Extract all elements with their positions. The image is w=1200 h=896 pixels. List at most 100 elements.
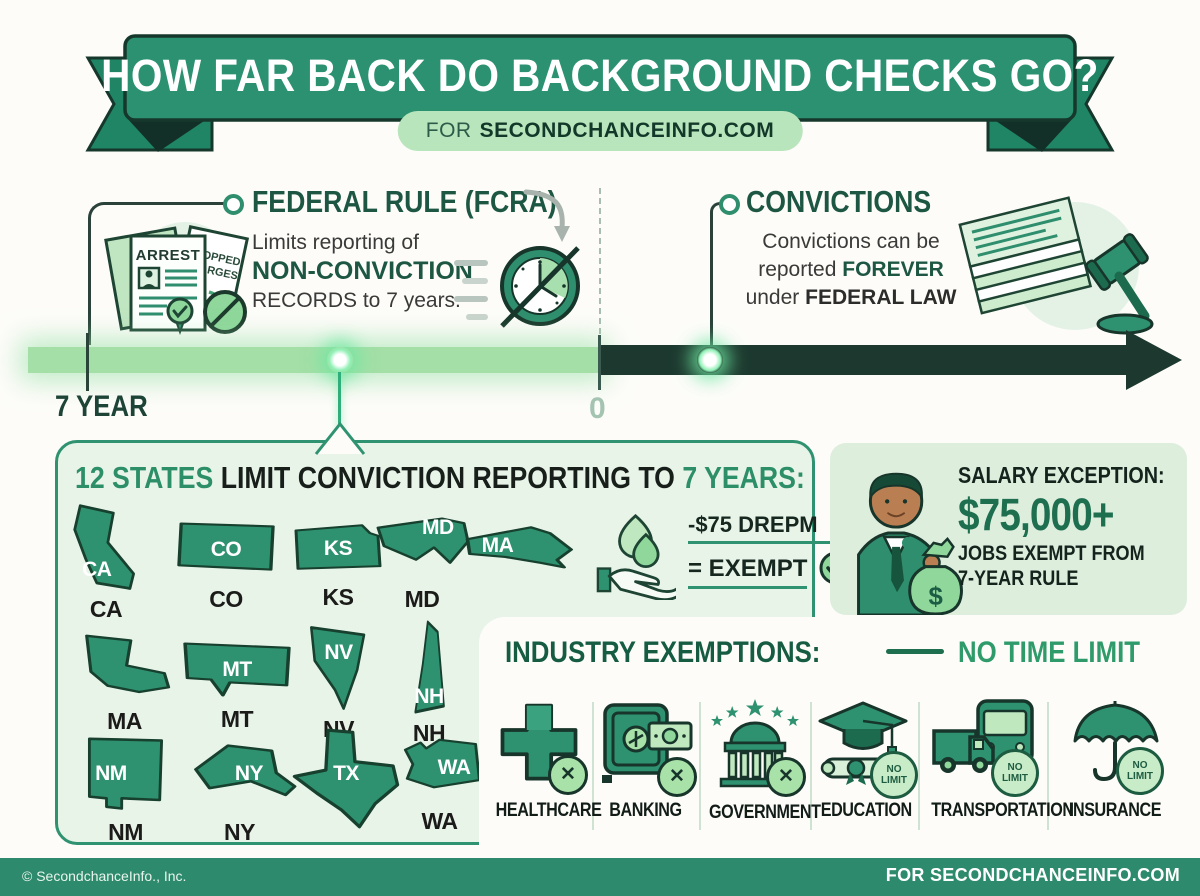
state-inside-label: MT — [222, 658, 252, 682]
industry-heading-row: INDUSTRY EXEMPTIONS: NO TIME LIMIT — [505, 636, 1169, 670]
convictions-connector-line — [710, 202, 729, 349]
state-below-label: NM — [108, 819, 143, 845]
banner-subtitle-pill: FOR SECONDCHANCEINFO.COM — [397, 111, 803, 151]
state-below-label: WA — [421, 808, 458, 834]
timeline-zero-label: 0 — [589, 392, 606, 425]
timeline-glow-dot-right — [697, 347, 723, 373]
x-badge: ✕ — [766, 757, 806, 797]
state-shape-nh: NH NH — [398, 618, 460, 747]
state-inside-label: TX — [333, 762, 359, 786]
state-shape-ny: NY NY — [182, 732, 297, 846]
salary-line1: JOBS EXEMPT FROM — [958, 542, 1145, 565]
state-shape-wa: WA WA — [392, 734, 487, 835]
banking-safe-icon — [601, 703, 692, 783]
industry-label: INSURANCE — [1068, 800, 1162, 821]
crossed-clock-icon — [454, 246, 580, 328]
convictions-line1: Convictions can be — [762, 230, 940, 253]
state-shape-mt: MT MT — [178, 632, 296, 733]
businessman-moneybag-icon: $ — [857, 472, 963, 615]
state-below-label: MT — [220, 706, 254, 732]
state-inside-label: NY — [234, 761, 264, 785]
industry-label: HEALTHCARE — [495, 800, 602, 821]
industry-label: GOVERNMENT — [709, 802, 821, 823]
state-below-label: NY — [224, 819, 255, 845]
state-shape-tx: TX — [290, 726, 402, 833]
convictions-line3: under FEDERAL LAW — [745, 286, 957, 309]
convictions-title: CONVICTIONS — [746, 184, 932, 219]
industry-divider — [1047, 702, 1049, 830]
dash-line — [885, 649, 944, 654]
industry-divider — [918, 702, 920, 830]
center-divider — [599, 188, 601, 344]
state-inside-label: NV — [324, 641, 353, 665]
convictions-line2: reported FOREVER — [758, 258, 944, 281]
timeline-glow-dot-left — [327, 347, 353, 373]
state-inside-label: CA — [82, 557, 112, 581]
footer-brand: FOR SECONDCHANCEINFO.COM — [885, 865, 1180, 885]
industry-divider — [592, 702, 594, 830]
pill-prefix: FOR — [425, 119, 472, 142]
convictions-description: Convictions can be reported FOREVER unde… — [728, 228, 974, 312]
state-inside-label: NM — [95, 761, 127, 785]
industry-label: EDUCATION — [820, 800, 912, 821]
education-gradcap-icon — [818, 701, 907, 785]
salary-title: SALARY EXCEPTION: — [958, 462, 1165, 488]
fcra-line1: Limits reporting of — [252, 231, 419, 254]
fcra-description: Limits reporting of NON-CONVICTION RECOR… — [252, 228, 473, 315]
salary-amount: $75,000+ — [958, 489, 1114, 540]
state-inside-label: CO — [210, 538, 242, 562]
states-heading-main: LIMIT CONVICTION REPORTING TO — [220, 460, 675, 495]
state-shape-co: CO CO — [170, 512, 282, 613]
states-heading-count: 12 STATES — [75, 460, 214, 495]
timeline-bar-left — [28, 347, 600, 373]
state-shape-ma: MA — [458, 514, 576, 590]
timeline-bar-right — [600, 345, 1128, 375]
state-inside-label: MD — [422, 516, 454, 540]
callout-notch — [314, 421, 366, 455]
fcra-bullet — [223, 194, 244, 215]
state-shape-ks: KS KS — [288, 516, 388, 611]
footer-bar — [0, 858, 1200, 896]
exempt-line1: -$75 DREPM — [688, 512, 854, 544]
fcra-connector-line — [88, 202, 229, 345]
x-badge: ✕ — [548, 755, 588, 795]
insurance-umbrella-icon — [1073, 701, 1159, 782]
industry-item-banking: BANKING ✕ — [594, 697, 697, 837]
pill-brand: SECONDCHANCEINFO.COM — [479, 119, 775, 142]
state-inside-label: NH — [414, 685, 444, 709]
timeline-tick-zero — [598, 335, 601, 390]
state-shape-ma-2: MA — [72, 628, 177, 735]
salary-text: SALARY EXCEPTION: $75,000+ JOBS EXEMPT F… — [958, 462, 1183, 591]
timeline-tick-left — [86, 333, 89, 391]
state-shape-ca: CA CA — [60, 502, 152, 623]
salary-line2: 7-YEAR RULE — [958, 567, 1079, 590]
arrest-label: ARREST — [136, 247, 201, 264]
arrest-documents-icon: DROPPED CHARGES ARREST — [104, 222, 250, 335]
documents-gavel-icon — [958, 196, 1154, 335]
states-heading-years: 7 YEARS: — [682, 460, 805, 495]
timeline-left-label: 7 YEAR — [55, 390, 148, 423]
state-below-label: KS — [322, 584, 354, 610]
convictions-bullet — [719, 194, 740, 215]
state-inside-label: KS — [323, 536, 353, 560]
callout-drop-line — [338, 372, 341, 442]
state-below-label: MD — [404, 586, 440, 612]
page-title: HOW FAR BACK DO BACKGROUND CHECKS GO? — [101, 50, 1099, 101]
fcra-title: FEDERAL RULE (FCRA) — [252, 184, 557, 219]
industry-heading: INDUSTRY EXEMPTIONS: — [505, 636, 821, 669]
industry-item-healthcare: HEALTHCARE ✕ — [488, 697, 602, 837]
state-inside-label: MA — [481, 533, 514, 557]
fcra-line3: RECORDS to 7 years. — [252, 289, 461, 312]
industry-item-government: GOVERNMENT ✕ — [701, 697, 821, 837]
industry-divider — [699, 702, 701, 830]
state-inside-label: WA — [437, 756, 471, 780]
fcra-line2: NON-CONVICTION — [252, 257, 473, 285]
curved-arrow-icon — [523, 189, 570, 242]
no-time-limit-label: NO TIME LIMIT — [957, 636, 1140, 669]
timeline-arrowhead — [1126, 330, 1182, 390]
